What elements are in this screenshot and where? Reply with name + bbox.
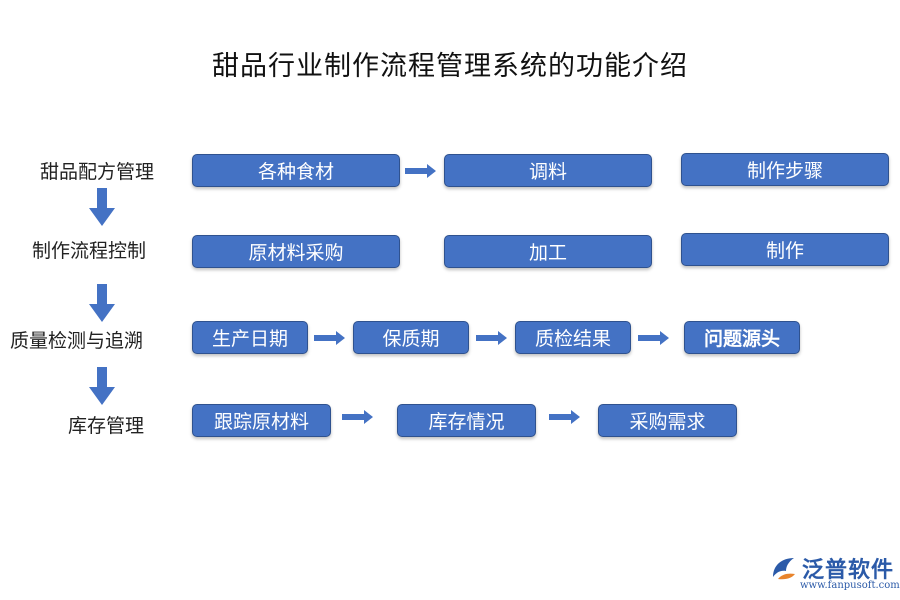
brand-url: www.fanpusoft.com — [800, 580, 900, 591]
box-purchase-demand[interactable]: 采购需求 — [598, 404, 737, 437]
box-inventory-status[interactable]: 库存情况 — [397, 404, 536, 437]
box-qc-result[interactable]: 质检结果 — [515, 321, 631, 354]
box-ingredients[interactable]: 各种食材 — [192, 154, 400, 187]
row-label-recipe: 甜品配方管理 — [40, 161, 155, 183]
down-arrow-icon — [89, 367, 115, 405]
right-arrow-icon — [476, 331, 507, 345]
right-arrow-icon — [342, 410, 373, 424]
row-label-inventory: 库存管理 — [68, 415, 145, 437]
down-arrow-icon — [89, 188, 115, 226]
box-seasoning[interactable]: 调料 — [444, 154, 652, 187]
page-title: 甜品行业制作流程管理系统的功能介绍 — [212, 51, 688, 82]
box-shelf-life[interactable]: 保质期 — [353, 321, 469, 354]
row-label-quality: 质量检测与追溯 — [10, 330, 144, 352]
right-arrow-icon — [314, 331, 345, 345]
box-problem-source[interactable]: 问题源头 — [684, 321, 800, 354]
box-steps[interactable]: 制作步骤 — [681, 153, 889, 186]
fanpu-logo-icon — [773, 558, 795, 580]
box-making[interactable]: 制作 — [681, 233, 889, 266]
box-raw-material-purchase[interactable]: 原材料采购 — [192, 235, 400, 268]
box-processing[interactable]: 加工 — [444, 235, 652, 268]
right-arrow-icon — [549, 410, 580, 424]
brand-name: 泛普软件 — [802, 558, 895, 583]
row-label-process: 制作流程控制 — [32, 240, 147, 262]
box-track-materials[interactable]: 跟踪原材料 — [192, 404, 331, 437]
brand-logo: 泛普软件 — [770, 552, 894, 584]
box-production-date[interactable]: 生产日期 — [192, 321, 308, 354]
right-arrow-icon — [638, 331, 669, 345]
down-arrow-icon — [89, 284, 115, 322]
right-arrow-icon — [405, 164, 436, 178]
